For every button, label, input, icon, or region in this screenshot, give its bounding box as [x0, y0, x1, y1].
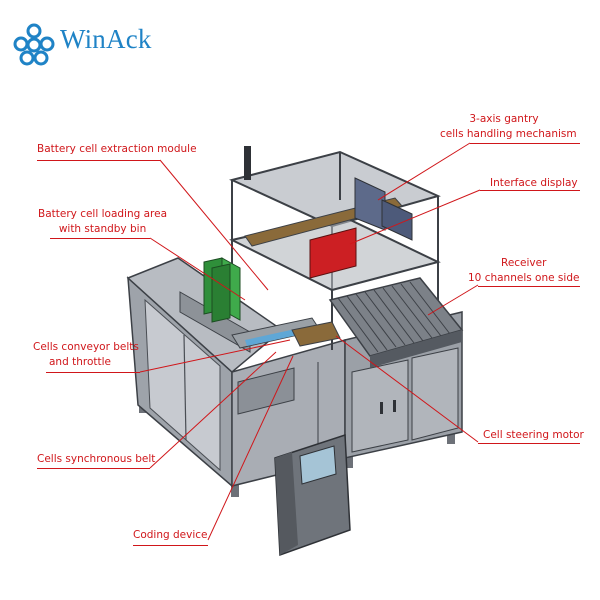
label-conveyor-line1: Cells conveyor belts [33, 341, 139, 353]
leader-lines [139, 142, 481, 541]
label-coding-device-text: Coding device [133, 529, 208, 541]
label-conveyor: Cells conveyor belts and throttle [33, 340, 139, 370]
brand-name: WinAck [60, 24, 152, 54]
label-synchronous-belt: Cells synchronous belt [37, 452, 155, 467]
label-gantry: 3-axis gantry cells handling mechanism [440, 112, 577, 142]
brand-logo-mark-icon [13, 23, 55, 66]
control-pedestal [274, 433, 351, 557]
interface-display-screen [309, 227, 357, 279]
label-steering-motor: Cell steering motor [483, 428, 584, 443]
label-steering-motor-text: Cell steering motor [483, 429, 584, 441]
underline-receiver [478, 286, 580, 287]
underline-loading-area [50, 238, 150, 239]
label-receiver: Receiver 10 channels one side [468, 256, 579, 286]
gantry-mechanism [244, 177, 413, 247]
label-coding-device: Coding device [133, 528, 207, 543]
label-loading-area: Battery cell loading area with standby b… [38, 207, 167, 237]
conveyor-belts [231, 317, 341, 349]
label-loading-area-line1: Battery cell loading area [38, 208, 168, 220]
label-receiver-line2: 10 channels one side [468, 272, 580, 284]
label-interface-display: Interface display [490, 176, 578, 191]
label-extraction-module: Battery cell extraction module [37, 142, 197, 157]
label-synchronous-belt-text: Cells synchronous belt [37, 453, 156, 465]
label-receiver-line1: Receiver [501, 257, 547, 269]
label-gantry-line1: 3-axis gantry [469, 113, 539, 125]
receiver-channels [328, 277, 464, 368]
underline-extraction-module [37, 160, 160, 161]
label-loading-area-line2: with standby bin [58, 223, 147, 235]
underline-steering-motor [478, 443, 580, 444]
label-gantry-line2: cells handling mechanism [440, 128, 577, 140]
underline-gantry [470, 143, 580, 144]
underline-conveyor [46, 372, 140, 373]
label-conveyor-line2: and throttle [49, 356, 111, 368]
label-interface-display-text: Interface display [490, 177, 578, 189]
underline-interface-display [480, 190, 580, 191]
brand-logo: WinAck [10, 22, 160, 70]
underline-synchronous-belt [37, 468, 150, 469]
beacon-light [244, 146, 251, 180]
loading-area [179, 257, 251, 353]
label-extraction-module-text: Battery cell extraction module [37, 143, 197, 155]
underline-coding-device [133, 545, 208, 546]
